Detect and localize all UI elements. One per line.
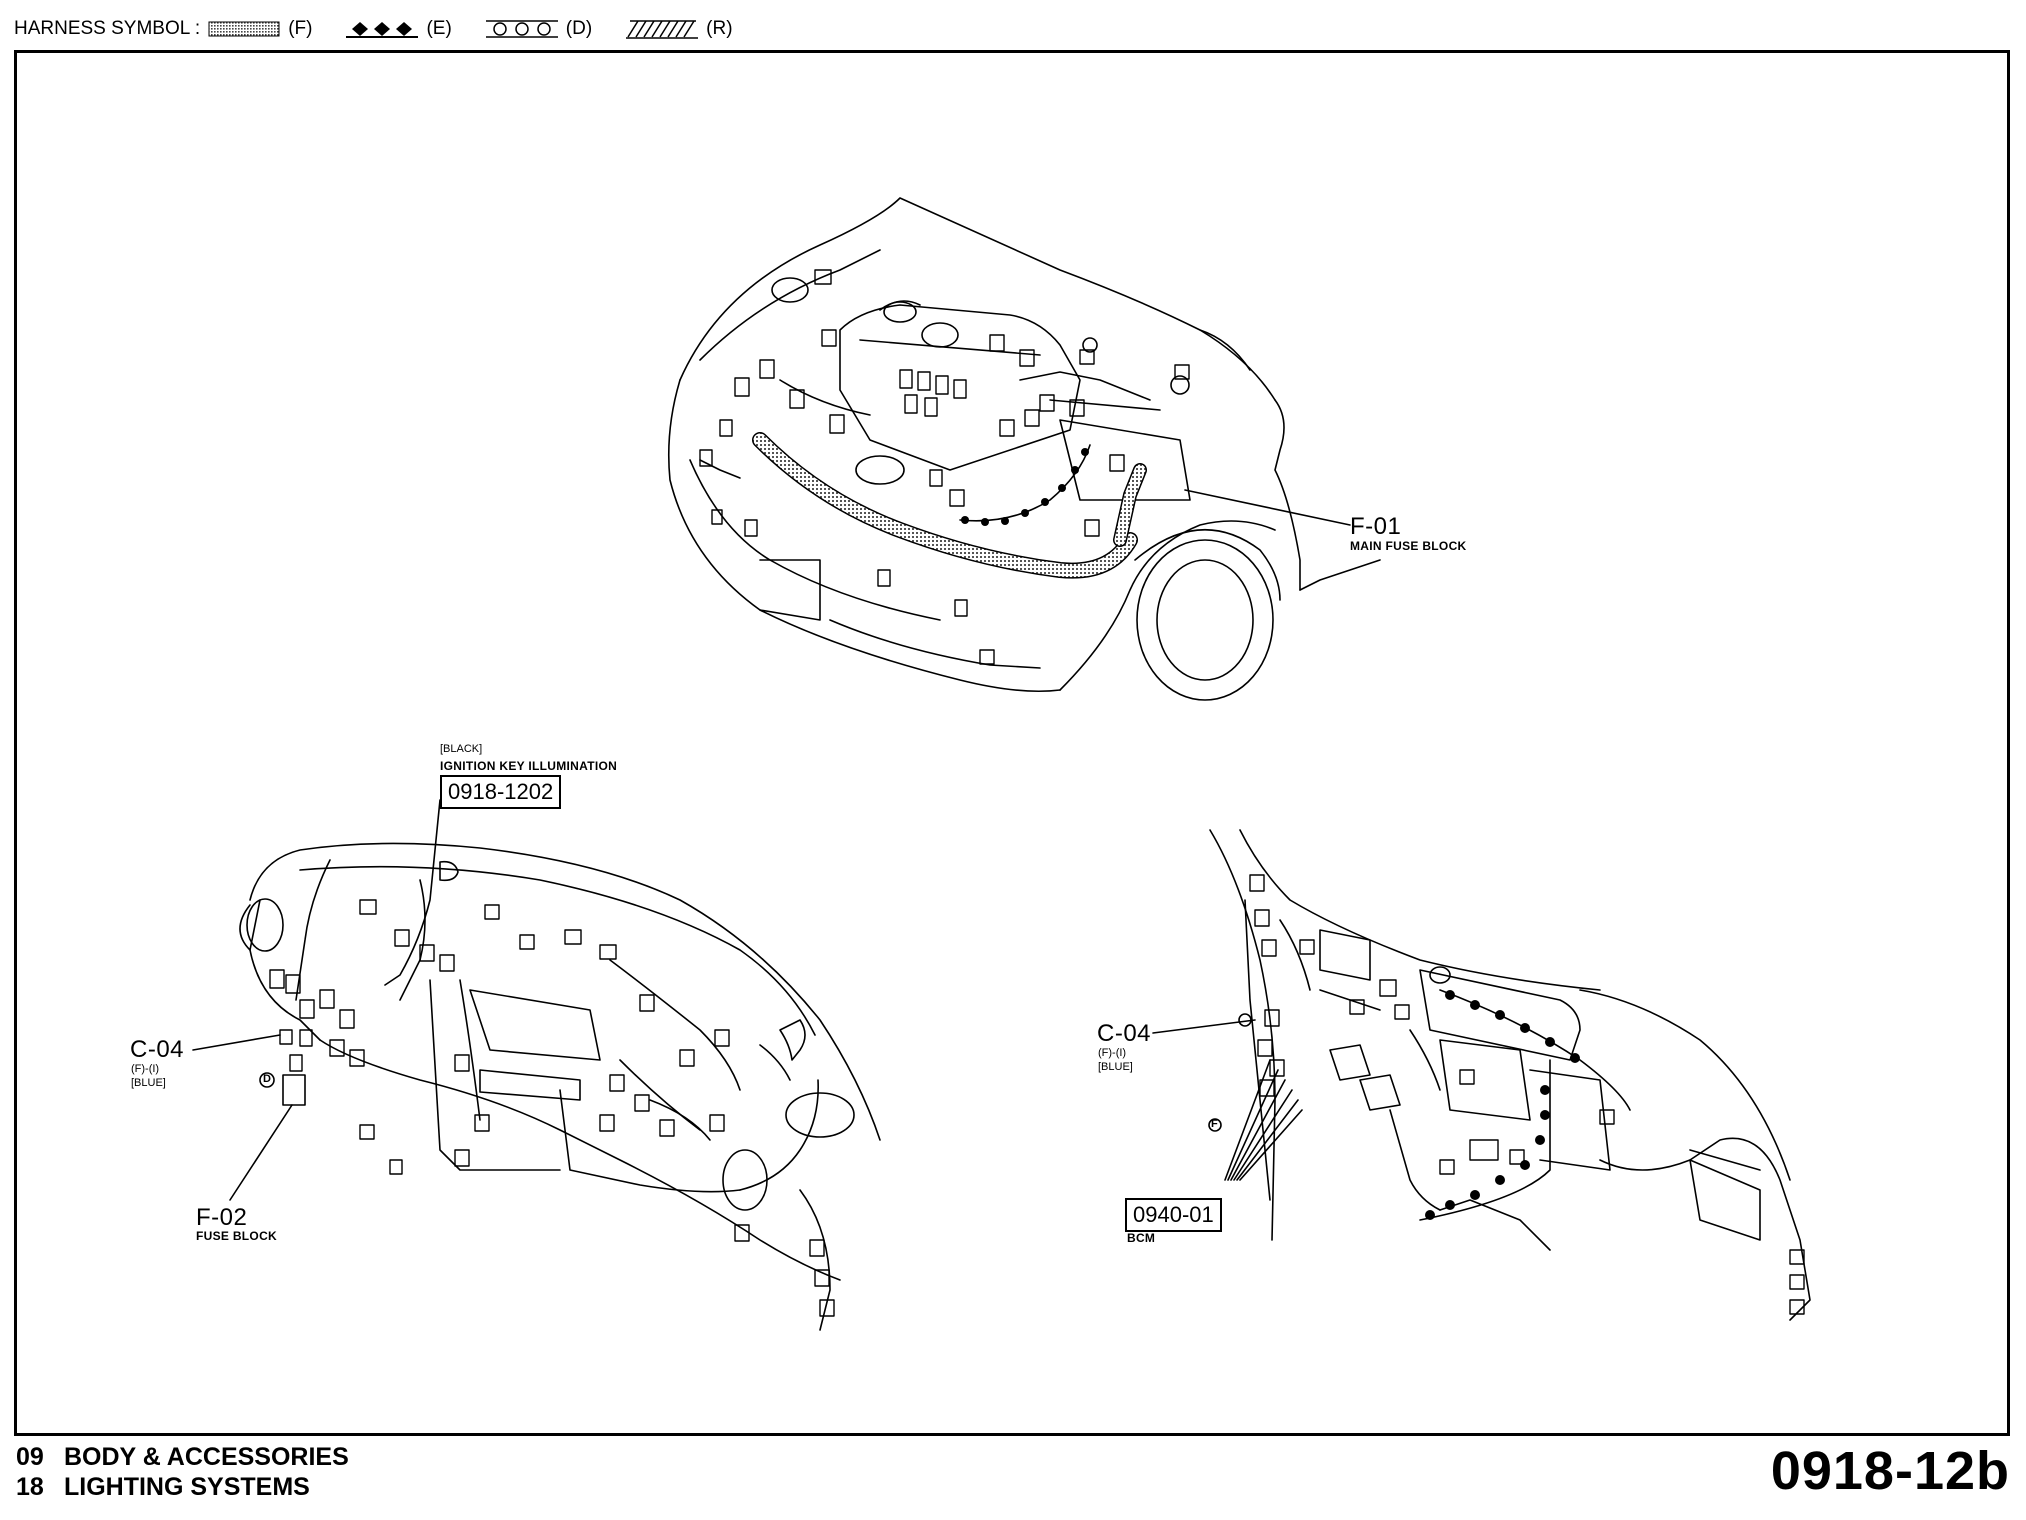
legend-swatch-e xyxy=(346,22,419,38)
diagram-frame xyxy=(14,50,2010,1436)
footer-line-1: 09 BODY & ACCESSORIES xyxy=(16,1442,349,1472)
f02-code-label: F-02 xyxy=(196,1204,248,1231)
harness-symbol-legend: HARNESS SYMBOL : (F) (E) (D) (R) xyxy=(14,12,759,46)
marker-d-label: D xyxy=(263,1073,271,1085)
bcm-code-box: 0940-01 xyxy=(1125,1198,1222,1232)
ignition-desc-label: IGNITION KEY ILLUMINATION xyxy=(440,759,618,773)
c04-left-code-label: C-04 xyxy=(130,1036,185,1063)
footer-line2-num: 18 xyxy=(16,1473,44,1501)
marker-f-label: F xyxy=(1211,1118,1218,1130)
legend-code-f: (F) xyxy=(288,18,313,39)
c04-left-color-label: [BLUE] xyxy=(131,1077,166,1089)
legend-swatch-r xyxy=(626,20,699,39)
c04-left-sub-label: (F)-(I) xyxy=(131,1063,160,1075)
legend-swatch-d xyxy=(485,20,558,38)
section-footer: 09 BODY & ACCESSORIES 18 LIGHTING SYSTEMS xyxy=(16,1442,349,1502)
c04-right-code-label: C-04 xyxy=(1097,1020,1152,1047)
c04-right-color-label: [BLUE] xyxy=(1098,1061,1133,1073)
legend-code-r: (R) xyxy=(706,18,733,39)
footer-line-2: 18 LIGHTING SYSTEMS xyxy=(16,1472,349,1502)
footer-line2-text: LIGHTING SYSTEMS xyxy=(64,1473,310,1501)
footer-line1-num: 09 xyxy=(16,1443,44,1471)
legend-swatch-f xyxy=(208,21,280,37)
page-code: 0918-12b xyxy=(1770,1441,2010,1501)
dashboard-right-view xyxy=(1152,829,1811,1321)
legend-title: HARNESS SYMBOL : xyxy=(14,18,201,39)
bcm-desc-label: BCM xyxy=(1127,1231,1156,1245)
f02-desc-label: FUSE BLOCK xyxy=(196,1229,277,1243)
legend-code-d: (D) xyxy=(565,18,593,39)
f01-desc-label: MAIN FUSE BLOCK xyxy=(1350,539,1467,553)
engine-bay-view xyxy=(667,197,1381,701)
legend-code-e: (E) xyxy=(426,18,452,39)
ignition-code-box: 0918-1202 xyxy=(440,775,562,809)
c04-right-sub-label: (F)-(I) xyxy=(1098,1047,1127,1059)
footer-line1-text: BODY & ACCESSORIES xyxy=(64,1443,349,1471)
dashboard-left-view xyxy=(192,799,881,1331)
f01-code-label: F-01 xyxy=(1350,513,1402,540)
black-tag-label: [BLACK] xyxy=(440,743,483,755)
